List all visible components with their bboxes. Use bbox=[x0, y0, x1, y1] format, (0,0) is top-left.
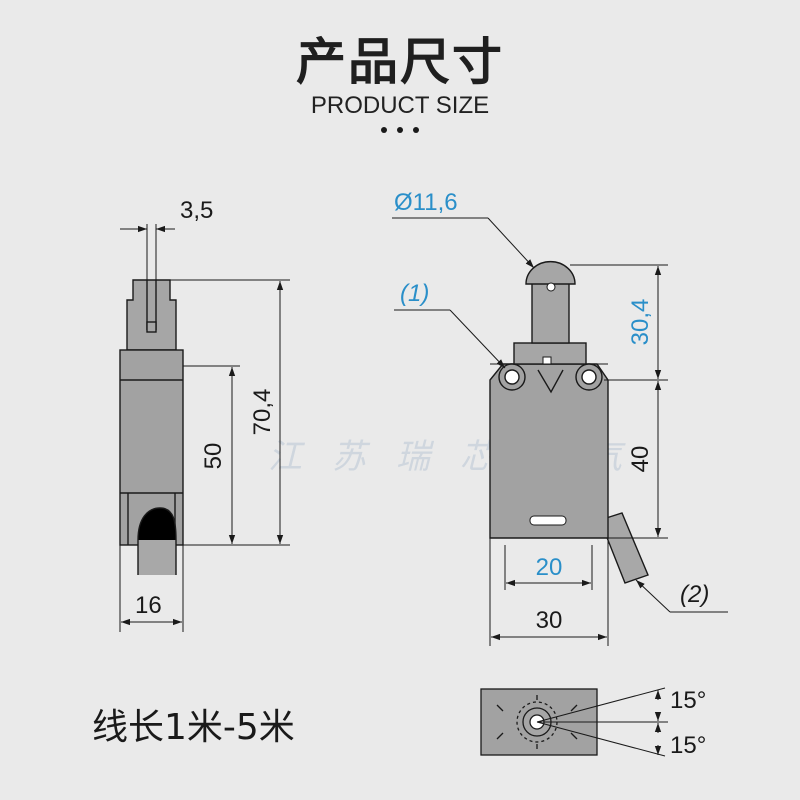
cable-length-note: 线长1米-5米 bbox=[92, 707, 295, 748]
angle-view-dimensions bbox=[536, 687, 668, 757]
dim-label-16: 16 bbox=[135, 592, 162, 619]
dim-label-30: 30 bbox=[536, 607, 563, 634]
dim-label-70-4: 70,4 bbox=[249, 389, 276, 436]
angle-label-upper: 15° bbox=[670, 687, 706, 714]
watermark-char: 江 bbox=[268, 437, 306, 477]
front-view bbox=[489, 261, 649, 584]
angle-label-lower: 15° bbox=[670, 732, 706, 759]
decorative-dots bbox=[381, 127, 419, 133]
dim-label-30-4: 30,4 bbox=[627, 299, 654, 346]
note-2: (2) bbox=[680, 581, 709, 608]
watermark-char: 苏 bbox=[332, 437, 371, 477]
dim-label-40: 40 bbox=[627, 446, 654, 473]
dim-label-20: 20 bbox=[536, 554, 563, 581]
page-subtitle: PRODUCT SIZE bbox=[310, 92, 490, 119]
front-view-dimensions bbox=[392, 217, 728, 646]
dim-label-3-5: 3,5 bbox=[180, 197, 213, 224]
watermark-char: 瑞 bbox=[396, 437, 435, 477]
side-view bbox=[119, 279, 184, 575]
dim-label-roller-diameter: Ø11,6 bbox=[394, 189, 458, 216]
note-1: (1) bbox=[400, 280, 429, 307]
page-title: 产品尺寸 bbox=[296, 33, 504, 91]
side-view-dimensions bbox=[119, 224, 290, 632]
dim-label-50: 50 bbox=[200, 443, 227, 470]
